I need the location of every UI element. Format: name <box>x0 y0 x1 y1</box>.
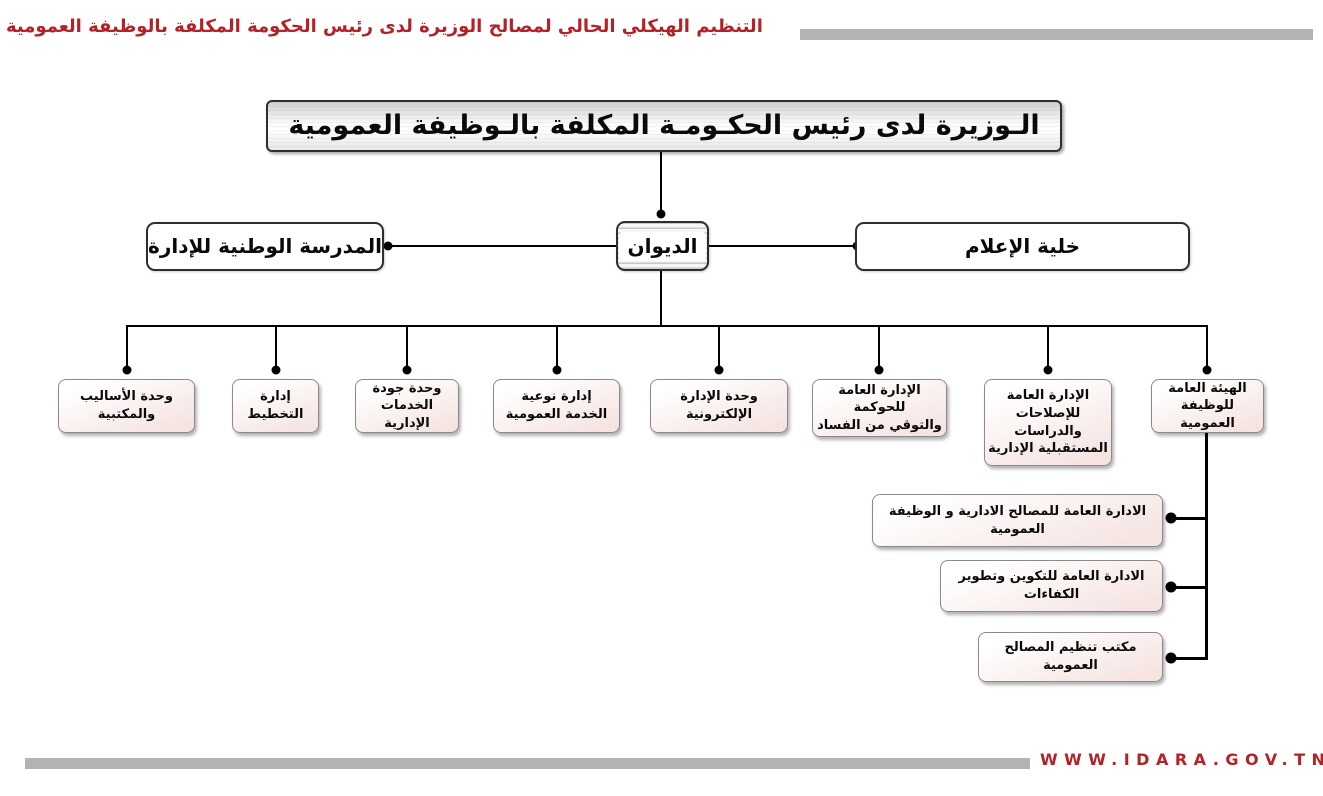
header-rule <box>800 29 1313 40</box>
node-public-function-authority: الهيئة العامة للوظيفة العمومية <box>1151 379 1264 433</box>
node-e-administration-unit: وحدة الإدارة الإلكترونية <box>650 379 788 433</box>
node-admin-services-quality-unit: وحدة جودة الخدمات الإدارية <box>355 379 459 433</box>
connector-dot <box>874 365 884 375</box>
node-methods-office-unit: وحدة الأساليب والمكتبية <box>58 379 195 433</box>
node-cabinet: الديوان <box>616 221 709 271</box>
connector-dot <box>1165 512 1177 524</box>
connector-dot <box>714 365 724 375</box>
connector-drop <box>406 327 408 368</box>
connector-drop <box>1047 327 1049 368</box>
connector-dot <box>1165 581 1177 593</box>
connector-dot <box>402 365 412 375</box>
node-reforms-future-studies-directorate: الإدارة العامة للإصلاحات والدراسات المست… <box>984 379 1112 466</box>
node-public-service-quality-directorate: إدارة نوعية الخدمة العمومية <box>493 379 620 433</box>
connector-trunk <box>126 325 1208 327</box>
node-public-services-organization-office: مكتب تنظيم المصالح العمومية <box>978 632 1163 682</box>
connector-stub <box>1171 657 1205 660</box>
connector-cabinet-media <box>709 245 858 247</box>
connector-drop <box>718 327 720 368</box>
node-governance-anticorruption-directorate: الإدارة العامة للحوكمة والتوقي من الفساد <box>812 379 947 437</box>
website-text: WWW.IDARA.GOV.TN <box>1040 750 1323 769</box>
connector-stub <box>1171 517 1205 520</box>
connector-cabinet-school <box>384 245 616 247</box>
connector-dot <box>1043 365 1053 375</box>
connector-dot <box>552 365 562 375</box>
connector-dot <box>1165 652 1177 664</box>
node-training-skills-directorate: الادارة العامة للتكوين وتطوير الكفاءات <box>940 560 1163 612</box>
node-minister: الـوزيرة لدى رئيس الحكـومـة المكلفة بالـ… <box>266 100 1062 152</box>
cabinet-label: الديوان <box>618 231 707 261</box>
connector-drop <box>275 327 277 368</box>
node-admin-services-public-function-directorate: الادارة العامة للمصالح الادارية و الوظيف… <box>872 494 1163 547</box>
connector-authority-trunk <box>1205 433 1208 660</box>
connector-dot <box>122 365 132 375</box>
connector-drop <box>1206 327 1208 368</box>
connector-drop <box>556 327 558 368</box>
node-planning-directorate: إدارة التخطيط <box>232 379 319 433</box>
footer-rule <box>25 758 1030 769</box>
connector-dot <box>656 209 666 219</box>
connector-root-cabinet <box>660 152 662 213</box>
connector-drop <box>878 327 880 368</box>
connector-drop <box>126 327 128 368</box>
connector-stub <box>1171 586 1205 589</box>
connector-dot <box>383 241 393 251</box>
connector-dot <box>1202 365 1212 375</box>
page-title: التنظيم الهيكلي الحالي لمصالح الوزيرة لد… <box>6 16 763 37</box>
node-national-school-of-administration: المدرسة الوطنية للإدارة <box>146 222 384 271</box>
connector-dot <box>271 365 281 375</box>
connector-cabinet-trunk <box>660 271 662 326</box>
node-media-cell: خلية الإعلام <box>855 222 1190 271</box>
